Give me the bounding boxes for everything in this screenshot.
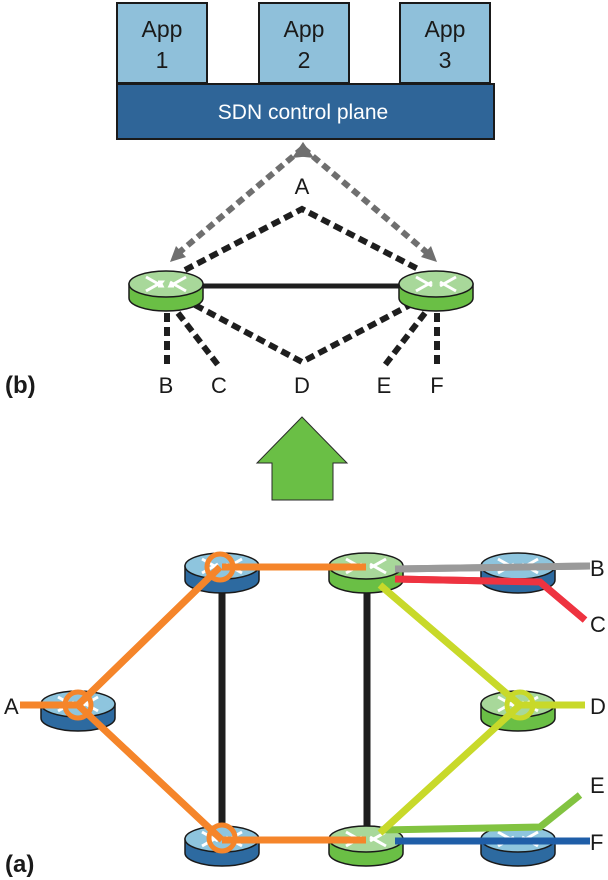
app-2-line2: 2 — [298, 47, 311, 73]
path-lime-lower-over — [377, 702, 523, 836]
app-3-box: App 3 — [399, 2, 491, 84]
sdn-control-plane: SDN control plane — [116, 83, 495, 140]
branch-circle-a — [62, 689, 94, 721]
a-router-bottom-left — [184, 825, 260, 867]
panel-a-label: (a) — [5, 851, 34, 878]
panel-a: A B C D E F (a) — [4, 551, 606, 878]
control-link-right — [301, 145, 433, 259]
link-d — [193, 302, 412, 366]
a-router-f — [480, 825, 556, 867]
path-lime-d — [377, 582, 585, 709]
path-orange-diag-down-over — [75, 702, 225, 843]
arrowhead-down-left — [170, 246, 186, 262]
b-switch-left — [128, 270, 204, 312]
path-red-over — [394, 575, 588, 623]
app-3-line1: App — [425, 16, 466, 42]
a-label-e: E — [590, 773, 605, 798]
panel-b-label: (b) — [5, 372, 36, 399]
app-2-box: App 2 — [258, 2, 350, 84]
b-label-c: C — [211, 373, 227, 398]
b-label-f: F — [430, 373, 443, 398]
b-label-d: D — [294, 373, 310, 398]
path-gray-over — [394, 562, 591, 573]
app-2-line1: App — [284, 16, 325, 42]
branch-circle-top-left — [204, 551, 236, 583]
a-switch-top — [328, 552, 404, 594]
a-label-b: B — [590, 556, 605, 581]
app-1-line2: 1 — [156, 47, 169, 73]
b-label-b: B — [159, 373, 174, 398]
data-links — [164, 205, 440, 367]
app-1-box: App 1 — [116, 2, 208, 84]
a-label-f: F — [590, 830, 603, 855]
link-e — [382, 311, 428, 367]
router-arrows-icon — [415, 275, 457, 293]
control-link-left — [173, 145, 305, 259]
b-label-a: A — [295, 174, 310, 199]
a-label-d: D — [590, 694, 606, 719]
a-label-a: A — [4, 694, 19, 719]
router-arrows-icon — [145, 275, 187, 293]
b-switch-right — [398, 270, 474, 312]
app-1-line1: App — [142, 16, 183, 42]
app-3-line2: 3 — [439, 47, 452, 73]
link-c — [175, 311, 221, 367]
path-green-e — [379, 792, 583, 834]
path-lime-upper-over — [377, 582, 523, 708]
up-arrow-icon — [255, 416, 349, 501]
path-orange-diag-up-over — [75, 564, 223, 708]
arrowhead-down-right — [421, 246, 437, 262]
panel-b: App 1 App 2 App 3 SDN control plane — [5, 2, 495, 399]
control-links — [170, 142, 437, 262]
link-a — [183, 205, 422, 273]
arrowhead-up-right — [295, 142, 314, 158]
control-plane-label: SDN control plane — [218, 101, 388, 124]
branch-circle-bottom-left — [206, 822, 238, 854]
a-label-c: C — [590, 612, 606, 637]
branch-circle-d — [504, 689, 536, 721]
b-label-e: E — [377, 373, 392, 398]
